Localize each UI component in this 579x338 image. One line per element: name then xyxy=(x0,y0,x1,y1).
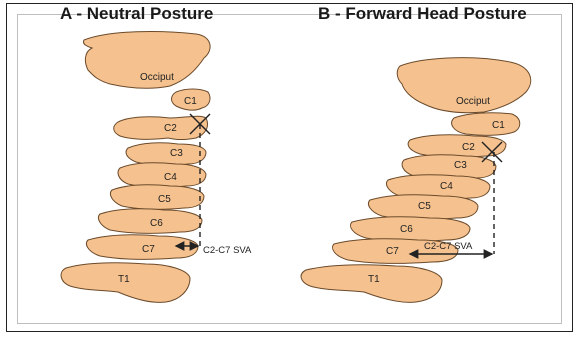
c4-bone xyxy=(118,163,206,188)
panel-b-label-c4: C4 xyxy=(440,181,453,192)
panel-a-label-occiput: Occiput xyxy=(140,72,174,83)
panel-a-label-c3: C3 xyxy=(170,148,183,159)
c2-bone xyxy=(114,116,208,139)
c3-bone xyxy=(126,143,206,166)
panel-b-label-c6: C6 xyxy=(400,224,413,235)
panel-b-label-occiput: Occiput xyxy=(456,96,490,107)
panel-a-sva-label: C2-C7 SVA xyxy=(203,245,252,256)
panel-a-label-c1: C1 xyxy=(184,96,197,107)
panel-b-label-t1: T1 xyxy=(368,274,380,285)
panel-a-label-t1: T1 xyxy=(118,274,130,285)
panel-a-label-c2: C2 xyxy=(164,123,177,134)
panel-b-label-c3: C3 xyxy=(454,160,467,171)
c1-bone xyxy=(452,113,520,136)
c2-bone xyxy=(408,135,506,158)
panel-a-label-c7: C7 xyxy=(142,244,155,255)
panel-a-label-c6: C6 xyxy=(150,218,163,229)
panel-a-label-c5: C5 xyxy=(158,194,171,205)
panel-b-sva-label: C2-C7 SVA xyxy=(424,241,473,252)
panel-b-label-c5: C5 xyxy=(418,201,431,212)
panel-a-label-c4: C4 xyxy=(164,172,177,183)
panel-a-spine xyxy=(61,32,210,303)
panel-b-label-c2: C2 xyxy=(462,142,475,153)
panel-b-label-c1: C1 xyxy=(492,120,505,131)
panel-b-spine xyxy=(301,58,531,303)
panel-b-label-c7: C7 xyxy=(386,246,399,257)
